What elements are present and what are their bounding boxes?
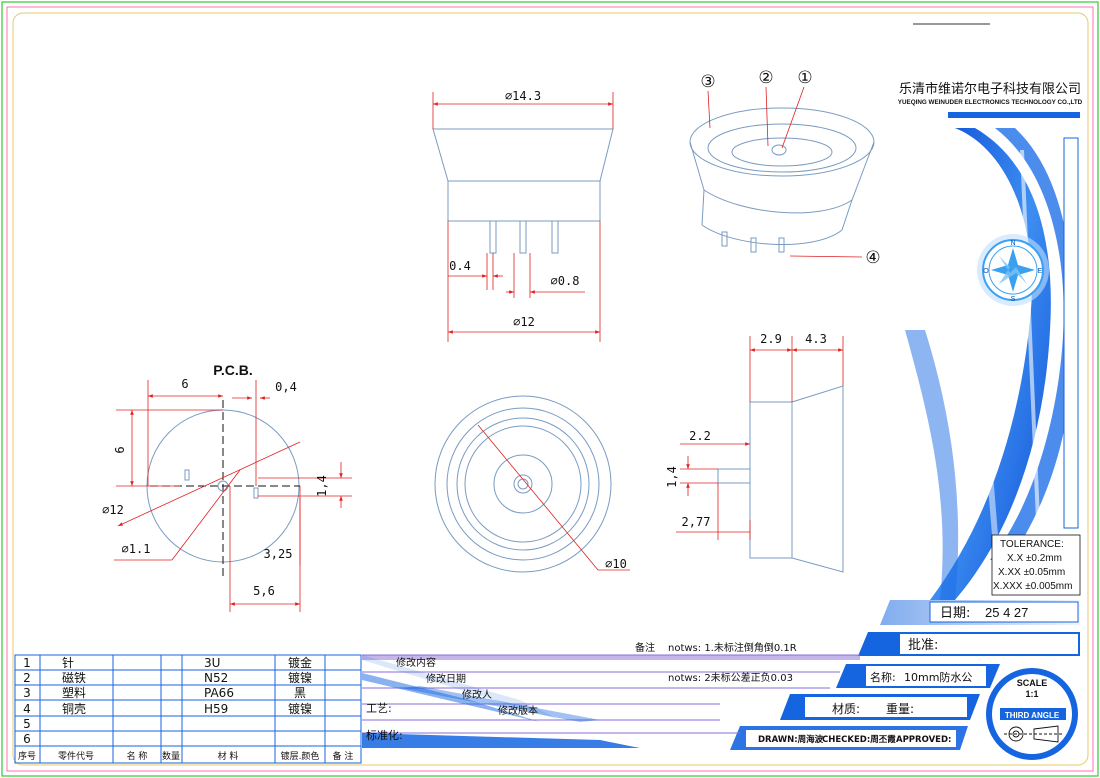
bom-header-cell: 零件代号 <box>58 750 94 762</box>
isometric-view <box>689 107 875 253</box>
bom-cell: 3 <box>23 686 31 700</box>
bom-header-cell: 备 注 <box>333 750 354 762</box>
front-view <box>434 395 612 573</box>
svg-text:O: O <box>983 268 989 275</box>
date-label: 日期: <box>940 606 970 621</box>
bom-cell: 镀镍 <box>288 671 312 685</box>
bom-cell: 铜壳 <box>62 701 86 716</box>
notes-label: 备注 <box>635 641 655 654</box>
bom-cell: 镀金 <box>288 655 312 670</box>
bom-cell: 塑料 <box>62 685 86 700</box>
company-name-en: YUEQING WEINUDER ELECTRONICS TECHNOLOGY … <box>898 99 1083 106</box>
note-1: notws: 1.未标注倒角倒0.1R <box>668 641 797 654</box>
bom-cell: PA66 <box>204 686 234 700</box>
bom-cell: 3U <box>204 656 220 670</box>
checked-by: CHECKED:周丕霞 <box>822 734 896 745</box>
tolerance-title: TOLERANCE: <box>1000 539 1064 550</box>
dim-top-diameter: ⌀14.3 <box>505 89 541 103</box>
standard-label: 标准化: <box>366 728 403 742</box>
weight-label: 重量: <box>886 702 914 716</box>
rev-content-label: 修改内容 <box>396 656 436 669</box>
side-dim-2-9: 2.9 <box>760 332 782 346</box>
name-label: 名称: <box>870 670 896 684</box>
process-label: 工艺: <box>366 702 392 715</box>
pcb-dim-dia12: ⌀12 <box>102 503 124 517</box>
compass-rose-icon: N E S O <box>977 234 1049 306</box>
bom-cell: 针 <box>62 655 74 670</box>
svg-text:N: N <box>1010 240 1015 247</box>
bom-cell: 6 <box>23 732 31 746</box>
pcb-dim-6-top: 6 <box>181 377 188 391</box>
pcb-title: P.C.B. <box>213 362 252 378</box>
pcb-dim-6-side: 6 <box>113 446 127 453</box>
approved-by: APPROVED: <box>896 735 951 745</box>
svg-text:S: S <box>1011 296 1016 303</box>
date-value: 25 4 27 <box>985 605 1028 620</box>
callout-2: ② <box>758 68 773 88</box>
rev-version-label: 修改版本 <box>498 704 538 717</box>
top-elevation-view <box>432 128 614 254</box>
bom-cell: 2 <box>23 671 31 685</box>
front-dim-dia10: ⌀10 <box>605 557 627 571</box>
scale-value: 1:1 <box>1025 689 1038 699</box>
rev-person-label: 修改人 <box>462 688 492 701</box>
approve-label: 批准: <box>908 638 938 653</box>
note-2: notws: 2未标公差正负0.03 <box>668 671 793 684</box>
side-view <box>717 385 844 573</box>
side-dim-1-4: 1,4 <box>665 466 679 488</box>
tolerance-row-1: X.X ±0.2mm <box>1007 553 1062 564</box>
third-angle-projection-icon <box>1004 725 1062 743</box>
bom-table: 1 针 3U 镀金 2 磁铁 N52 镀镍 3 塑料 PA66 黑 4 铜壳 H59 镀镍 56 序号 零件代号 名 … <box>18 655 353 762</box>
dim-pin-gap: 0.4 <box>449 259 471 273</box>
bom-header-cell: 序号 <box>18 750 36 762</box>
front-view-dimension <box>477 424 630 571</box>
bom-cell: N52 <box>204 671 228 685</box>
bom-table-grid <box>14 654 362 764</box>
pcb-dimensions <box>114 380 352 612</box>
side-view-dimensions <box>676 336 844 540</box>
bom-header-cell: 数量 <box>162 750 180 762</box>
pcb-dim-5-6: 5,6 <box>253 584 275 598</box>
svg-text:E: E <box>1038 268 1043 275</box>
bom-cell: 4 <box>23 702 31 716</box>
dim-bottom-diameter: ⌀12 <box>513 315 535 329</box>
decorative-blue-band <box>905 112 1080 600</box>
bom-header-cell: 名 称 <box>127 750 148 762</box>
tolerance-box: TOLERANCE: X.X ±0.2mm X.XX ±0.05mm X.XXX… <box>991 534 1081 596</box>
tolerance-row-2: X.XX ±0.05mm <box>998 567 1065 578</box>
third-angle-label: THIRD ANGLE <box>1005 711 1060 720</box>
pcb-dim-1-4: 1,4 <box>315 475 329 497</box>
rev-date-label: 修改日期 <box>426 672 466 685</box>
material-label: 材质: <box>832 702 860 716</box>
name-value: 10mm防水公 <box>904 670 972 684</box>
bom-header-cell: 镀层.颜色 <box>281 750 320 762</box>
callout-3: ③ <box>700 72 715 92</box>
top-elevation-dimensions <box>432 92 614 342</box>
callout-4: ④ <box>865 248 880 268</box>
tolerance-row-3: X.XXX ±0.005mm <box>993 581 1072 592</box>
side-dim-2-2: 2.2 <box>689 429 711 443</box>
pcb-dim-3-25: 3,25 <box>264 547 293 561</box>
scale-badge: SCALE 1:1 THIRD ANGLE <box>986 668 1078 760</box>
company-name-cn: 乐清市维诺尔电子科技有限公司 <box>899 81 1081 97</box>
isometric-callouts <box>707 86 863 258</box>
bom-cell: 5 <box>23 717 31 731</box>
side-dim-2-77: 2,77 <box>682 515 711 529</box>
bom-cell: 黑 <box>294 686 306 700</box>
side-dim-4-3: 4.3 <box>805 332 827 346</box>
bom-cell: 1 <box>23 656 31 670</box>
bom-cell: H59 <box>204 702 228 716</box>
pcb-dim-dia1-1: ⌀1.1 <box>122 542 151 556</box>
title-block-right <box>362 600 1080 750</box>
bom-cell: 磁铁 <box>62 670 86 685</box>
scale-label: SCALE <box>1017 678 1048 688</box>
callout-1: ① <box>797 68 812 88</box>
bom-header-cell: 材 料 <box>218 750 239 762</box>
dim-pin-diameter: ⌀0.8 <box>551 274 580 288</box>
drawn-by: DRAWN:周海波 <box>758 734 824 745</box>
pcb-dim-0-4: 0,4 <box>275 380 297 394</box>
bom-cell: 镀镍 <box>288 702 312 716</box>
